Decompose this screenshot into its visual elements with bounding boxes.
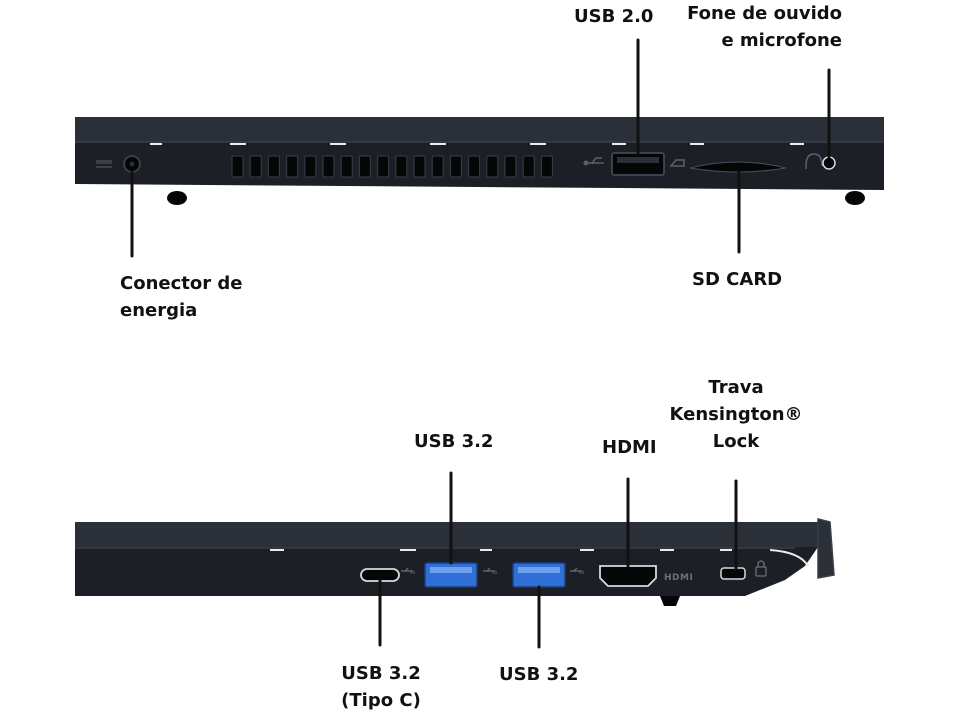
usb32-port-1	[424, 562, 478, 588]
chassis-right-top-edge	[75, 522, 818, 547]
sd-card-slot	[689, 161, 787, 173]
label-usb32-bottom: USB 3.2	[499, 661, 578, 688]
vent-slat	[340, 155, 353, 178]
vent-slat	[267, 155, 280, 178]
seam-highlights-right	[270, 549, 732, 551]
label-kensington-lock: Trava Kensington® Lock	[666, 374, 806, 455]
vent-slat	[304, 155, 317, 178]
label-line: USB 3.2	[341, 663, 421, 684]
foot-left-2	[845, 191, 865, 205]
label-power-connector: Conector de energia	[120, 270, 242, 324]
label-line: USB 3.2	[414, 431, 494, 452]
vent-slat	[431, 155, 444, 178]
left-side-view	[75, 38, 884, 258]
power-icon	[96, 160, 112, 164]
usb-ss-icon: ss	[570, 567, 585, 576]
usb-icon	[583, 157, 604, 166]
usb20-port	[611, 152, 665, 176]
label-line: Fone de ouvido	[687, 3, 842, 24]
seam-highlights-left	[150, 143, 804, 145]
label-line: (Tipo C)	[341, 690, 421, 711]
label-line: Conector de	[120, 273, 243, 294]
label-line: SD CARD	[692, 269, 783, 290]
foot-left-1	[167, 191, 187, 205]
svg-text:ss: ss	[492, 570, 498, 576]
label-usb32-top: USB 3.2	[414, 428, 493, 455]
hdmi-port	[599, 565, 657, 587]
vent-slat	[231, 155, 244, 178]
hinge	[817, 518, 835, 579]
vent-grille	[231, 155, 553, 178]
vent-slat	[486, 155, 499, 178]
usb-ss-icon: ss	[401, 567, 416, 576]
lock-icon	[755, 560, 767, 577]
usbc-port	[360, 568, 400, 582]
label-headphone-mic: Fone de ouvido e microfone	[687, 0, 842, 54]
kensington-slot	[720, 567, 746, 580]
vent-slat	[413, 155, 426, 178]
vent-slat	[358, 155, 371, 178]
headset-icon	[805, 153, 823, 169]
hdmi-icon: HDMI	[664, 573, 693, 583]
label-hdmi: HDMI	[602, 434, 657, 461]
label-usb20: USB 2.0	[574, 3, 653, 30]
vent-slat	[322, 155, 335, 178]
leader-lines-left	[130, 38, 831, 258]
label-line: Kensington®	[669, 404, 803, 425]
svg-text:ss: ss	[410, 570, 416, 576]
foot-right	[660, 596, 680, 606]
vent-slat	[540, 155, 553, 178]
vent-slat	[286, 155, 299, 178]
label-sd-card: SD CARD	[692, 266, 782, 293]
vent-slat	[249, 155, 262, 178]
label-line: Lock	[712, 431, 760, 452]
label-line: e microfone	[721, 30, 842, 51]
vent-slat	[468, 155, 481, 178]
label-line: energia	[120, 300, 198, 321]
label-line: USB 2.0	[574, 6, 654, 27]
svg-text:ss: ss	[579, 570, 585, 576]
usb-ss-icon: ss	[483, 567, 498, 576]
vent-slat	[504, 155, 517, 178]
label-line: HDMI	[602, 437, 657, 458]
vent-slat	[395, 155, 408, 178]
label-line: Trava	[708, 377, 764, 398]
right-side-view: ss ss ss HDMI	[75, 471, 835, 649]
usb32-port-2	[512, 562, 566, 588]
sd-card-icon	[669, 159, 685, 167]
headphone-jack	[822, 156, 836, 170]
chassis-left-top-edge	[75, 117, 884, 142]
vent-slat	[522, 155, 535, 178]
label-line: USB 3.2	[499, 664, 579, 685]
label-usbc: USB 3.2 (Tipo C)	[336, 660, 426, 714]
vent-slat	[377, 155, 390, 178]
leader-lines-right	[378, 471, 738, 649]
vent-slat	[449, 155, 462, 178]
